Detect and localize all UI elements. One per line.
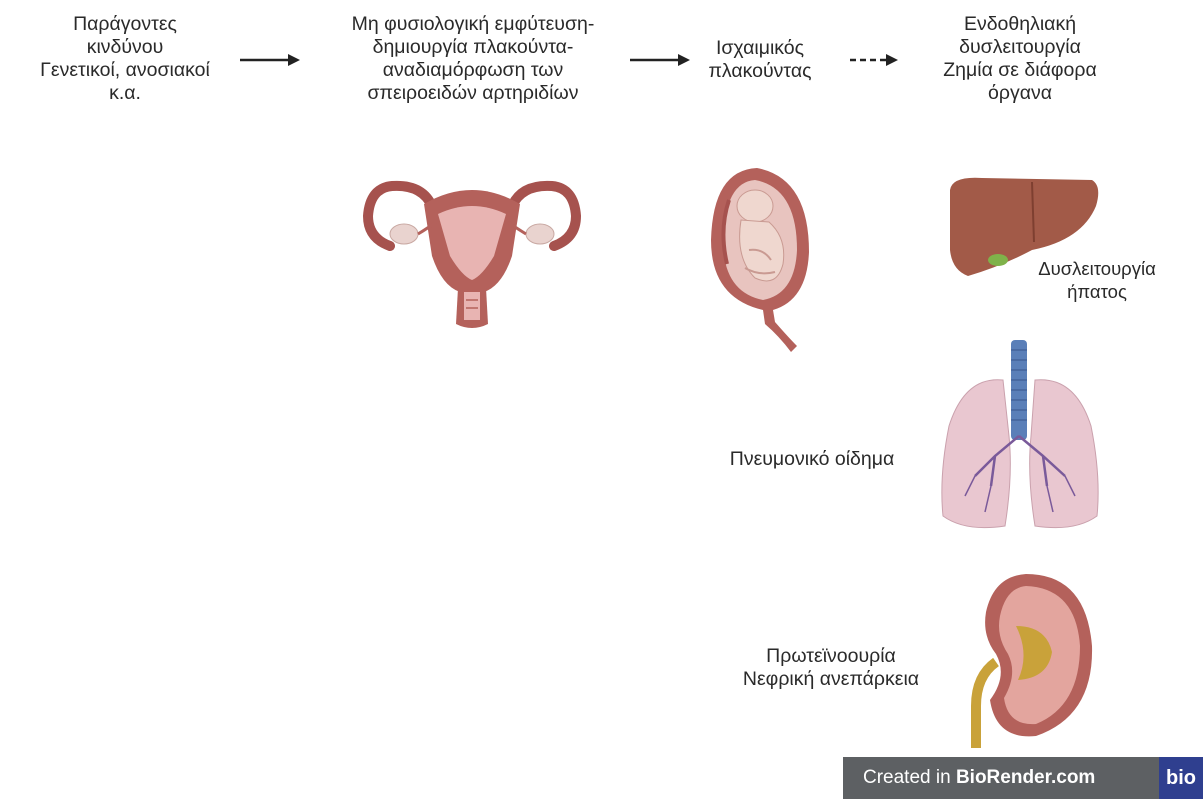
arrow-1	[238, 52, 302, 68]
liver-dysfunction-label: Δυσλειτουργία ήπατος	[1022, 257, 1172, 303]
risk-line-2: κινδύνου	[20, 36, 230, 59]
endothelial-line-4: όργανα	[920, 82, 1120, 105]
implantation-label: Μη φυσιολογική εμφύτευση- δημιουργία πλα…	[308, 13, 638, 105]
lung-line-1: Πνευμονικό οίδημα	[702, 448, 922, 471]
arrow-2	[628, 52, 692, 68]
dashed-arrow	[848, 52, 900, 68]
implantation-line-2: δημιουργία πλακούντα-	[308, 36, 638, 59]
endothelial-label: Ενδοθηλιακή δυσλειτουργία Ζημία σε διάφο…	[920, 13, 1120, 105]
kidney-label: Πρωτεϊνοουρία Νεφρική ανεπάρκεια	[718, 645, 944, 691]
ischemic-line-1: Ισχαιμικός	[690, 37, 830, 60]
ischemic-line-2: πλακούντας	[690, 60, 830, 83]
risk-line-3: Γενετικοί, ανοσιακοί	[20, 59, 230, 82]
risk-factors-label: Παράγοντες κινδύνου Γενετικοί, ανοσιακοί…	[20, 13, 230, 105]
endothelial-line-1: Ενδοθηλιακή	[920, 13, 1120, 36]
banner-brand: BioRender.com	[956, 767, 1095, 788]
banner-text: Created in BioRender.com	[863, 767, 1095, 789]
biorender-banner: Created in BioRender.com bio	[843, 757, 1203, 799]
ischemic-placenta-label: Ισχαιμικός πλακούντας	[690, 37, 830, 83]
implantation-line-3: αναδιαμόρφωση των	[308, 59, 638, 82]
implantation-line-1: Μη φυσιολογική εμφύτευση-	[308, 13, 638, 36]
kidney-icon	[956, 566, 1102, 752]
liver-line-2: ήπατος	[1022, 280, 1172, 303]
lungs-icon	[935, 336, 1105, 536]
endothelial-line-2: δυσλειτουργία	[920, 36, 1120, 59]
biorender-logo: bio	[1159, 757, 1203, 799]
kidney-line-2: Νεφρική ανεπάρκεια	[718, 668, 944, 691]
endothelial-line-3: Ζημία σε διάφορα	[920, 59, 1120, 82]
banner-prefix: Created in	[863, 767, 956, 788]
pulmonary-edema-label: Πνευμονικό οίδημα	[702, 448, 922, 471]
implantation-line-4: σπειροειδών αρτηριδίων	[308, 82, 638, 105]
risk-line-1: Παράγοντες	[20, 13, 230, 36]
risk-line-4: κ.α.	[20, 82, 230, 105]
kidney-line-1: Πρωτεϊνοουρία	[718, 645, 944, 668]
fetus-placenta-icon	[705, 160, 815, 356]
liver-line-1: Δυσλειτουργία	[1022, 257, 1172, 280]
uterus-icon	[362, 176, 582, 332]
